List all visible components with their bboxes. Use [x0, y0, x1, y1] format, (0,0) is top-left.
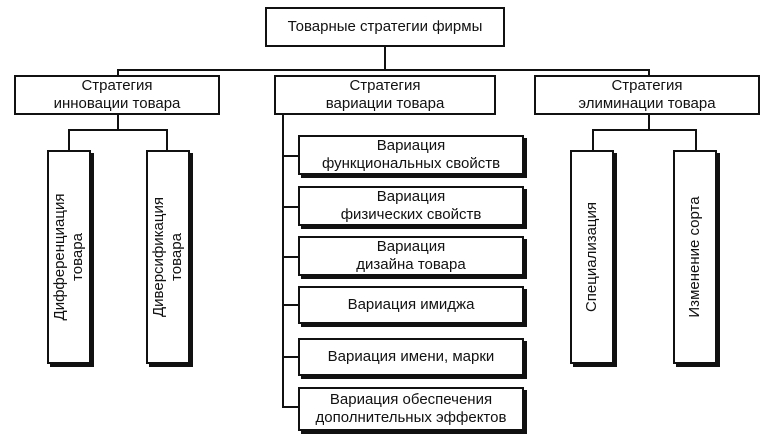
- connector-to-diversification: [166, 129, 168, 150]
- connector-elimination-horizontal: [592, 129, 697, 131]
- variation-item-1-line1: Вариация: [376, 137, 446, 154]
- connector-innovation-down: [117, 114, 119, 131]
- connector-innovation-horizontal: [68, 129, 168, 131]
- grade-change-node: Изменение сорта: [673, 150, 717, 364]
- diversification-node: Диверсификация товара: [146, 150, 190, 364]
- elimination-strategy-line1: Стратегия: [611, 77, 683, 94]
- connector-variation-branch-6: [282, 406, 299, 408]
- grade-change-label: Изменение сорта: [686, 196, 703, 318]
- variation-item-2-line1: Вариация: [376, 188, 446, 205]
- variation-strategy-node: Стратегия вариации товара: [274, 75, 496, 115]
- variation-strategy-line1: Стратегия: [349, 77, 421, 94]
- connector-to-innovation: [117, 69, 119, 76]
- variation-item-design: Вариация дизайна товара: [298, 236, 524, 276]
- root-label: Товарные стратегии фирмы: [287, 18, 483, 35]
- connector-horizontal-top: [117, 69, 650, 71]
- connector-variation-branch-2: [282, 206, 299, 208]
- variation-item-5-label: Вариация имени, марки: [327, 348, 495, 365]
- connector-variation-branch-1: [282, 155, 299, 157]
- connector-variation-spine: [282, 114, 284, 408]
- elimination-strategy-line2: элиминации товара: [578, 95, 716, 112]
- diversification-line2: товара: [168, 233, 185, 281]
- variation-item-extra-effects: Вариация обеспечения дополнительных эффе…: [298, 387, 524, 431]
- connector-to-specialization: [592, 129, 594, 150]
- innovation-strategy-line2: инновации товара: [53, 95, 181, 112]
- diversification-line1: Диверсификация: [150, 197, 167, 317]
- differentiation-line1: Дифференциация: [51, 193, 68, 321]
- differentiation-node: Дифференциация товара: [47, 150, 91, 364]
- variation-item-functional: Вариация функциональных свойств: [298, 135, 524, 175]
- variation-item-6-line2: дополнительных эффектов: [315, 409, 507, 426]
- variation-item-2-line2: физических свойств: [340, 206, 482, 223]
- variation-item-6-line1: Вариация обеспечения: [329, 391, 493, 408]
- variation-item-3-line2: дизайна товара: [356, 256, 466, 273]
- variation-item-3-line1: Вариация: [376, 238, 446, 255]
- specialization-label: Специализация: [583, 201, 600, 313]
- variation-item-physical: Вариация физических свойств: [298, 186, 524, 226]
- differentiation-line2: товара: [69, 233, 86, 281]
- connector-to-differentiation: [68, 129, 70, 150]
- connector-variation-branch-5: [282, 356, 299, 358]
- innovation-strategy-node: Стратегия инновации товара: [14, 75, 220, 115]
- variation-item-image: Вариация имиджа: [298, 286, 524, 324]
- connector-to-elimination: [648, 69, 650, 76]
- connector-variation-branch-4: [282, 304, 299, 306]
- connector-root-down: [384, 47, 386, 70]
- variation-item-brand: Вариация имени, марки: [298, 338, 524, 376]
- variation-strategy-line2: вариации товара: [325, 95, 445, 112]
- innovation-strategy-line1: Стратегия: [81, 77, 153, 94]
- root-node: Товарные стратегии фирмы: [265, 7, 505, 47]
- connector-to-grade-change: [695, 129, 697, 150]
- variation-item-4-label: Вариация имиджа: [347, 296, 475, 313]
- variation-item-1-line2: функциональных свойств: [321, 155, 501, 172]
- elimination-strategy-node: Стратегия элиминации товара: [534, 75, 760, 115]
- connector-variation-branch-3: [282, 256, 299, 258]
- connector-elimination-down: [648, 114, 650, 131]
- specialization-node: Специализация: [570, 150, 614, 364]
